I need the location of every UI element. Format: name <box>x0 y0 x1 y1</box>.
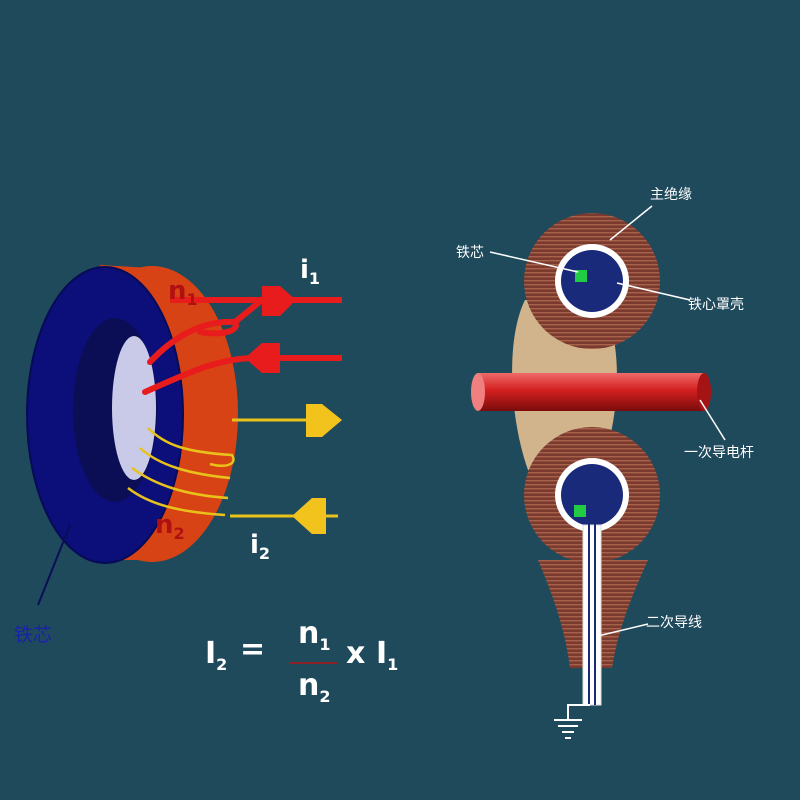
lower-core <box>555 458 629 532</box>
formula-times: x <box>346 636 366 671</box>
primary-current-label: i1 <box>300 255 320 288</box>
main-insulation-label: 主绝缘 <box>650 187 692 203</box>
formula-rhs: I1 <box>376 636 398 674</box>
core-shell-label: 铁心罩壳 <box>688 297 744 313</box>
formula-numerator-symbol: n <box>298 616 320 651</box>
core-pointer <box>37 524 71 606</box>
formula-numerator-sub: 1 <box>319 635 331 654</box>
iron-core-label: 铁芯 <box>456 245 484 261</box>
secondary-current-symbol: i <box>250 530 259 560</box>
secondary-leads <box>230 404 342 534</box>
upper-core-sensor <box>575 270 587 282</box>
secondary-arrow-in <box>292 498 326 534</box>
secondary-lead-label: 二次导线 <box>646 615 702 631</box>
secondary-lead-tubes <box>582 512 602 706</box>
secondary-turns-symbol: n <box>155 510 174 540</box>
formula-denominator-sub: 2 <box>319 687 331 706</box>
formula-denominator-symbol: n <box>298 668 320 703</box>
formula-denominator: n2 <box>298 668 331 706</box>
primary-turns-symbol: n <box>168 276 187 306</box>
secondary-arrow-out <box>306 404 342 437</box>
primary-arrow-out <box>245 343 280 373</box>
secondary-current-label: i2 <box>250 530 270 563</box>
primary-current-symbol: i <box>300 255 309 285</box>
secondary-turns-label: n2 <box>155 510 185 543</box>
formula-lhs: I2 <box>205 636 227 674</box>
primary-winding <box>142 318 253 395</box>
primary-current-sub: 1 <box>308 269 321 289</box>
primary-turns-label: n1 <box>168 276 198 309</box>
secondary-current-sub: 2 <box>258 544 271 564</box>
formula-equals: = <box>240 632 266 667</box>
primary-conductor-rod <box>471 373 711 411</box>
ground-icon <box>554 704 590 739</box>
leader-lines <box>489 205 726 637</box>
secondary-turns-sub: 2 <box>173 524 185 544</box>
formula-rhs-sub: 1 <box>387 655 399 674</box>
upper-core <box>555 244 629 318</box>
formula-numerator: n1 <box>298 616 331 654</box>
primary-arrow-in <box>262 286 296 316</box>
secondary-winding <box>127 427 235 517</box>
formula-lhs-symbol: I <box>205 636 217 671</box>
formula-lhs-sub: 2 <box>216 655 228 674</box>
toroid-core <box>26 265 238 564</box>
lower-core-sensor <box>574 505 586 517</box>
primary-leads <box>170 286 342 373</box>
primary-turns-sub: 1 <box>186 290 198 310</box>
formula-rhs-symbol: I <box>376 636 388 671</box>
core-label: 铁芯 <box>14 624 53 646</box>
primary-conductor-label: 一次导电杆 <box>684 445 754 461</box>
